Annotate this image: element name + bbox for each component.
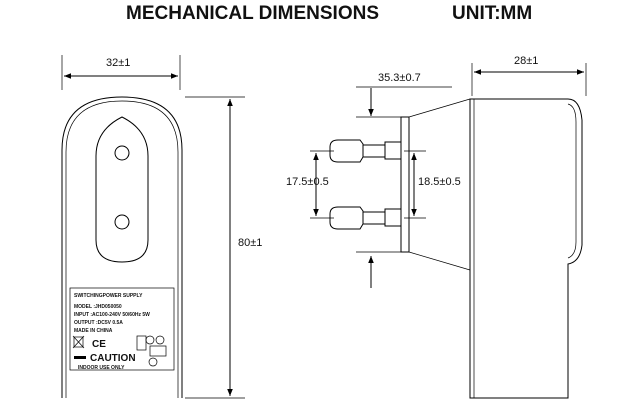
pin-gap-right-dimension: 18.5±0.5 <box>418 176 461 188</box>
weee-icon <box>73 336 84 348</box>
ce-mark-icon: CE <box>92 339 106 350</box>
label-line-5: MADE IN CHINA <box>74 328 113 334</box>
adapter-side-outline <box>469 98 583 399</box>
pin-gap-left-dimension: 17.5±0.5 <box>286 176 329 188</box>
recycling-mark-icon <box>149 345 167 357</box>
front-view: 32±1 80±1 SWITCHINGPOWER SUPPLY MODEL :J… <box>61 55 262 399</box>
label-line-3: INPUT :AC100-240V 50/60Hz 5W <box>74 312 150 318</box>
safety-mark-icon <box>136 335 147 351</box>
unit-label: UNIT:MM <box>452 3 532 24</box>
plug-pin-hole-top <box>114 145 130 161</box>
product-label: SWITCHINGPOWER SUPPLY MODEL :JHD050050 I… <box>69 287 175 371</box>
front-height-dimension: 80±1 <box>238 237 262 249</box>
pin-bottom <box>329 206 402 230</box>
pin-length-dimension: 35.3±0.7 <box>378 72 421 84</box>
label-indoor: INDOOR USE ONLY <box>78 365 125 371</box>
side-depth-dimension: 28±1 <box>514 55 538 67</box>
adapter-front-outline <box>61 96 183 398</box>
class-ii-icon <box>148 357 158 367</box>
plug-base-plate <box>400 116 410 253</box>
label-line-4: OUTPUT :DC5V 0.5A <box>74 320 123 326</box>
cert-mark-icon <box>145 335 155 345</box>
drawing-title: MECHANICAL DIMENSIONS <box>126 3 379 24</box>
front-width-dimension: 32±1 <box>106 57 130 69</box>
label-caution: CAUTION <box>90 353 136 364</box>
pin-top <box>329 139 402 163</box>
plug-pin-hole-bottom <box>114 214 130 230</box>
label-line-2: MODEL :JHD050050 <box>74 304 122 310</box>
caution-bar <box>74 356 86 359</box>
side-view: 35.3±0.7 17.5±0.5 18.5±0.5 <box>286 55 587 399</box>
label-line-1: SWITCHINGPOWER SUPPLY <box>74 293 143 299</box>
plug-face-outline <box>95 116 149 263</box>
